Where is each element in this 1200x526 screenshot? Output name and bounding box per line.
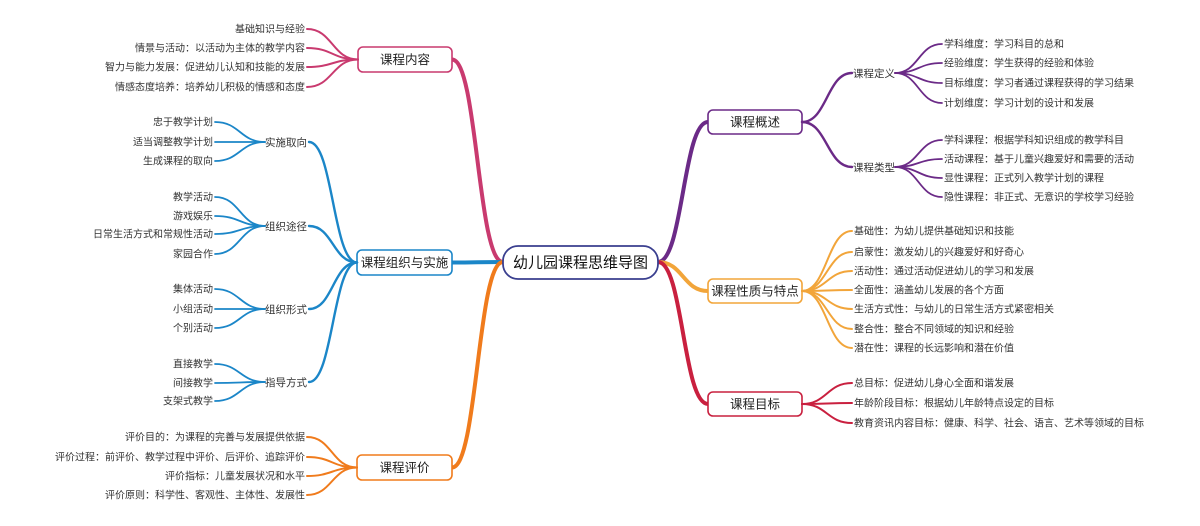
sub-node[interactable]: 组织形式: [265, 303, 307, 316]
leaf-node[interactable]: 全面性：涵盖幼儿发展的各个方面: [854, 284, 1004, 297]
leaf-node[interactable]: 隐性课程：非正式、无意识的学校学习经验: [944, 191, 1134, 204]
branch-node-content[interactable]: 课程内容: [357, 46, 453, 73]
leaf-node[interactable]: 显性课程：正式列入教学计划的课程: [944, 172, 1104, 185]
leaf-connector: [214, 363, 266, 383]
main-connector: [450, 260, 505, 470]
leaf-connector: [801, 382, 853, 405]
leaf-node[interactable]: 基础知识与经验: [235, 23, 305, 36]
leaf-connector: [214, 381, 266, 402]
center-title[interactable]: 幼儿园课程思维导图: [513, 254, 648, 272]
leaf-connector: [214, 121, 266, 143]
leaf-node[interactable]: 潜在性：课程的长远影响和潜在价值: [854, 342, 1014, 355]
leaf-connector: [894, 166, 943, 198]
leaf-node[interactable]: 活动性：通过活动促进幼儿的学习和发展: [854, 265, 1034, 278]
leaf-node[interactable]: 个别活动: [173, 323, 213, 335]
sub-node[interactable]: 组织途径: [265, 220, 307, 233]
leaf-node[interactable]: 目标维度：学习者通过课程获得的学习结果: [944, 77, 1134, 90]
leaf-connector: [801, 290, 853, 330]
branch-node-goals[interactable]: 课程目标: [707, 391, 803, 417]
leaf-connector: [306, 28, 359, 61]
branch-node-evaluation[interactable]: 课程评价: [356, 454, 453, 481]
leaf-node[interactable]: 生成课程的取向: [143, 155, 213, 168]
leaf-node[interactable]: 学科维度：学习科目的总和: [944, 38, 1064, 51]
sub-connector: [800, 120, 854, 169]
sub-connector: [800, 71, 854, 124]
leaf-node[interactable]: 活动课程：基于儿童兴趣爱好和需要的活动: [944, 153, 1134, 166]
branch-evaluation: 课程评价 评价目的：为课程的完善与发展提供依据评价过程：前评价、教学过程中评价、后…: [55, 260, 505, 502]
leaf-connector: [801, 290, 853, 349]
branch-label[interactable]: 课程组织与实施: [361, 255, 449, 270]
leaf-node[interactable]: 评价指标：儿童发展状况和水平: [165, 470, 305, 483]
branch-label[interactable]: 课程概述: [730, 115, 781, 130]
leaf-node[interactable]: 情景与活动：以活动为主体的教学内容: [135, 42, 305, 55]
branch-label[interactable]: 课程内容: [380, 52, 430, 67]
branch-node-nature[interactable]: 课程性质与特点: [707, 278, 803, 304]
sub-node[interactable]: 实施取向: [265, 136, 307, 149]
sub-node[interactable]: 课程类型: [853, 161, 895, 174]
leaf-node[interactable]: 日常生活方式和常规性活动: [93, 228, 213, 241]
leaf-node[interactable]: 计划维度：学习计划的设计和发展: [944, 97, 1094, 110]
leaf-node[interactable]: 学科课程：根据学科知识组成的教学科目: [944, 134, 1124, 147]
leaf-node[interactable]: 小组活动: [173, 303, 213, 316]
branch-node-overview[interactable]: 课程概述: [707, 109, 803, 135]
branch-overview: 课程概述 课程定义 学科维度：学习科目的总和经验维度：学生获得的经验和体验目标维度：…: [656, 38, 1134, 264]
sub-connector: [307, 140, 359, 264]
branch-node-organization[interactable]: 课程组织与实施: [356, 249, 453, 276]
leaf-connector: [306, 58, 359, 88]
leaf-node[interactable]: 整合性：整合不同领域的知识和经验: [854, 323, 1014, 336]
leaf-node[interactable]: 智力与能力发展：促进幼儿认知和技能的发展: [105, 61, 305, 74]
leaf-node[interactable]: 情感态度培养：培养幼儿积极的情感和态度: [115, 81, 305, 94]
center-node-box[interactable]: [502, 245, 659, 280]
leaf-connector: [214, 225, 266, 255]
leaf-connector: [894, 158, 943, 168]
leaf-node[interactable]: 教育资讯内容目标：健康、科学、社会、语言、艺术等领域的目标: [854, 417, 1144, 430]
branch-nature: 课程性质与特点 基础性：为幼儿提供基础知识和技能启蒙性：激发幼儿的兴趣爱好和好奇心…: [656, 225, 1054, 355]
leaf-node[interactable]: 评价原则：科学性、客观性、主体性、发展性: [105, 489, 305, 502]
main-connector: [450, 260, 505, 265]
leaf-connector: [214, 288, 266, 310]
branch-content: 课程内容 基础知识与经验情景与活动：以活动为主体的教学内容智力与能力发展：促进幼儿…: [105, 23, 505, 264]
leaf-node[interactable]: 游戏娱乐: [173, 210, 213, 223]
leaf-node[interactable]: 适当调整教学计划: [133, 136, 213, 149]
main-connector: [656, 260, 710, 406]
leaf-node[interactable]: 间接教学: [173, 377, 213, 390]
branch-label[interactable]: 课程目标: [730, 397, 780, 412]
sub-connector: [307, 261, 359, 311]
leaf-node[interactable]: 总目标：促进幼儿身心全面和谐发展: [854, 377, 1014, 390]
leaf-connector: [801, 403, 853, 424]
leaf-connector: [894, 72, 943, 104]
leaf-node[interactable]: 评价目的：为课程的完善与发展提供依据: [125, 431, 305, 444]
sub-node[interactable]: 指导方式: [265, 376, 307, 389]
leaf-node[interactable]: 评价过程：前评价、教学过程中评价、后评价、追踪评价: [55, 451, 305, 464]
leaf-node[interactable]: 生活方式性：与幼儿的日常生活方式紧密相关: [854, 303, 1054, 316]
main-connector: [450, 57, 505, 264]
leaf-node[interactable]: 经验维度：学生获得的经验和体验: [944, 57, 1094, 70]
leaf-node[interactable]: 直接教学: [173, 358, 213, 371]
leaf-node[interactable]: 支架式教学: [163, 395, 213, 408]
leaf-node[interactable]: 年龄阶段目标：根据幼儿年龄特点设定的目标: [854, 397, 1054, 410]
leaf-connector: [214, 308, 266, 329]
sub-connector: [307, 224, 359, 264]
leaf-node[interactable]: 启蒙性：激发幼儿的兴趣爱好和好奇心: [854, 246, 1024, 259]
leaf-node[interactable]: 忠于教学计划: [153, 116, 213, 129]
leaf-node[interactable]: 基础性：为幼儿提供基础知识和技能: [854, 225, 1014, 238]
branch-label[interactable]: 课程评价: [379, 460, 430, 475]
branch-label[interactable]: 课程性质与特点: [711, 284, 799, 299]
sub-node[interactable]: 课程定义: [853, 67, 895, 80]
leaf-node[interactable]: 集体活动: [173, 283, 213, 296]
center-node[interactable]: 幼儿园课程思维导图: [502, 245, 659, 280]
main-connector: [656, 120, 710, 264]
leaf-connector: [214, 141, 266, 162]
leaf-node[interactable]: 教学活动: [173, 191, 213, 204]
branch-goals: 课程目标 总目标：促进幼儿身心全面和谐发展年龄阶段目标：根据幼儿年龄特点设定的目标…: [656, 260, 1144, 430]
leaf-node[interactable]: 家园合作: [173, 248, 213, 261]
sub-connector: [307, 261, 359, 384]
leaf-connector: [306, 466, 358, 496]
